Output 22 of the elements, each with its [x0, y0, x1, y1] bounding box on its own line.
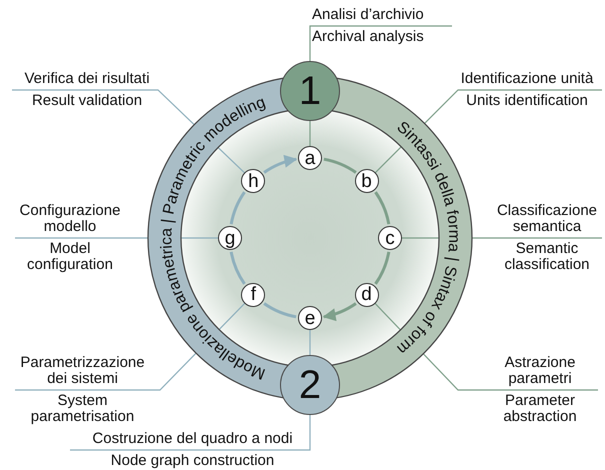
step-translation: Node graph construction [110, 453, 276, 469]
step-label: Costruzione del quadro a nodi [91, 431, 294, 447]
step-translation: Archival analysis [312, 29, 425, 45]
step-translation: Result validation [30, 93, 144, 109]
step-label: Configurazione modello [18, 203, 122, 235]
cycle-arc [374, 191, 390, 224]
cycle-arc [324, 158, 357, 174]
cycle-arrow [322, 302, 357, 320]
step-translation: Model configuration [26, 241, 114, 273]
step-translation: Semantic classification [503, 241, 591, 273]
leader-line [374, 89, 602, 174]
step-label: Astrazione parametri [504, 355, 576, 387]
phase-circle: 1 [280, 61, 340, 121]
step-translation: System parametrisation [30, 393, 136, 425]
step-translation: Parameter abstraction [502, 393, 578, 425]
cycle-arc [263, 302, 296, 318]
step-label: Analisi d’archivio [312, 7, 425, 23]
step-label: Classificazione semantica [496, 203, 598, 235]
step-label: Parametrizzazione dei sistemi [19, 355, 146, 387]
leader-line [374, 302, 598, 391]
cycle-arc [374, 252, 390, 285]
cycle-arrow [263, 156, 298, 174]
